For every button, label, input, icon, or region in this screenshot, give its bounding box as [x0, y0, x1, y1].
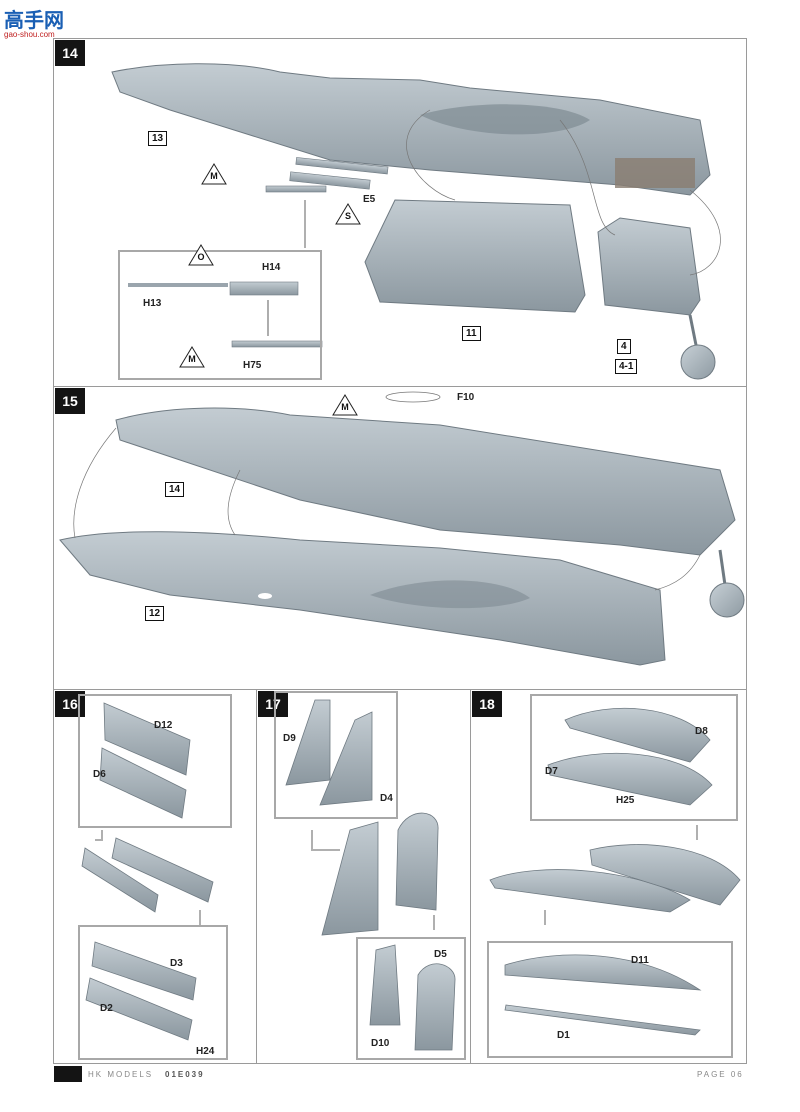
- part-4-label: 4: [617, 339, 631, 354]
- divider-14-15: [53, 386, 747, 387]
- part-h13-label: H13: [143, 298, 162, 309]
- symbol-o-triangle: O: [188, 244, 214, 266]
- brand-mark: [54, 1066, 82, 1082]
- symbol-m-triangle-15: M: [332, 394, 358, 416]
- step-number-17: 17: [258, 691, 288, 717]
- part-h25-label: H25: [616, 795, 635, 806]
- part-d6-label: D6: [93, 769, 106, 780]
- part-d3-label: D3: [170, 958, 183, 969]
- step14-fuselage-half: [111, 63, 711, 196]
- step16-detail-box-bottom: [78, 925, 228, 1060]
- site-logo-text: 高手网: [4, 8, 64, 32]
- symbol-s-triangle: S: [335, 203, 361, 225]
- part-d5-label: D5: [434, 949, 447, 960]
- step15-upper-fuselage: [115, 407, 745, 618]
- part-d2-label: D2: [100, 1003, 113, 1014]
- part-4-1-label: 4-1: [615, 359, 638, 374]
- part-11-label: 11: [462, 326, 481, 341]
- part-h24-label: H24: [196, 1046, 215, 1057]
- site-logo-sub: gao-shou.com: [4, 30, 55, 39]
- divider-17-18: [470, 689, 471, 1064]
- step14-seat-and-gear: [597, 217, 716, 380]
- part-d4-label: D4: [380, 793, 393, 804]
- part-h14-label: H14: [262, 262, 281, 273]
- step18-parts: [489, 707, 741, 1036]
- symbol-m-text: M: [210, 171, 218, 181]
- step17-detail-box-bottom: [356, 937, 466, 1060]
- part-14-label: 14: [165, 482, 185, 497]
- footer-brand: HK MODELS: [88, 1070, 154, 1079]
- step14-cockpit-tub: [364, 199, 586, 313]
- step-number-18: 18: [472, 691, 502, 717]
- part-d9-label: D9: [283, 733, 296, 744]
- symbol-m-15-text: M: [341, 402, 349, 412]
- divider-16-17: [256, 689, 257, 1064]
- divider-15-16: [53, 689, 747, 690]
- part-d11-label: D11: [631, 955, 649, 966]
- footer-page: PAGE 06: [697, 1070, 744, 1079]
- step17-detail-box-top: [274, 691, 398, 819]
- step16-parts: [81, 702, 214, 1041]
- step18-detail-box-top: [530, 694, 738, 821]
- footer-code: 01E039: [165, 1070, 205, 1079]
- part-d7-label: D7: [545, 766, 558, 777]
- symbol-o-text: O: [197, 252, 205, 262]
- part-d10-label: D10: [371, 1038, 390, 1049]
- symbol-m-detail-text: M: [188, 354, 196, 364]
- site-logo: 高手网 gao-shou.com: [4, 4, 64, 39]
- part-12-label: 12: [145, 606, 165, 621]
- symbol-m-triangle-detail: M: [179, 346, 205, 368]
- step14-detail-box: [118, 250, 322, 380]
- part-f10-label: F10: [457, 392, 475, 403]
- step14-inset-parts: [128, 281, 323, 348]
- part-e5-label: E5: [363, 194, 376, 205]
- step15-lower-fuselage: [59, 531, 666, 666]
- page-frame: [53, 38, 747, 1064]
- symbol-m-triangle: M: [201, 163, 227, 185]
- part-13-label: 13: [148, 131, 168, 146]
- part-d8-label: D8: [695, 726, 708, 737]
- symbol-s-text: S: [344, 211, 351, 221]
- step17-parts: [285, 699, 456, 1051]
- step14-gun-parts: [265, 157, 389, 193]
- part-h75-label: H75: [243, 360, 262, 371]
- step16-detail-box-top: [78, 694, 232, 828]
- step-number-14: 14: [55, 40, 85, 66]
- part-d1-label: D1: [557, 1030, 570, 1041]
- part-d12-label: D12: [154, 720, 173, 731]
- step18-detail-box-bottom: [487, 941, 733, 1058]
- step-number-15: 15: [55, 388, 85, 414]
